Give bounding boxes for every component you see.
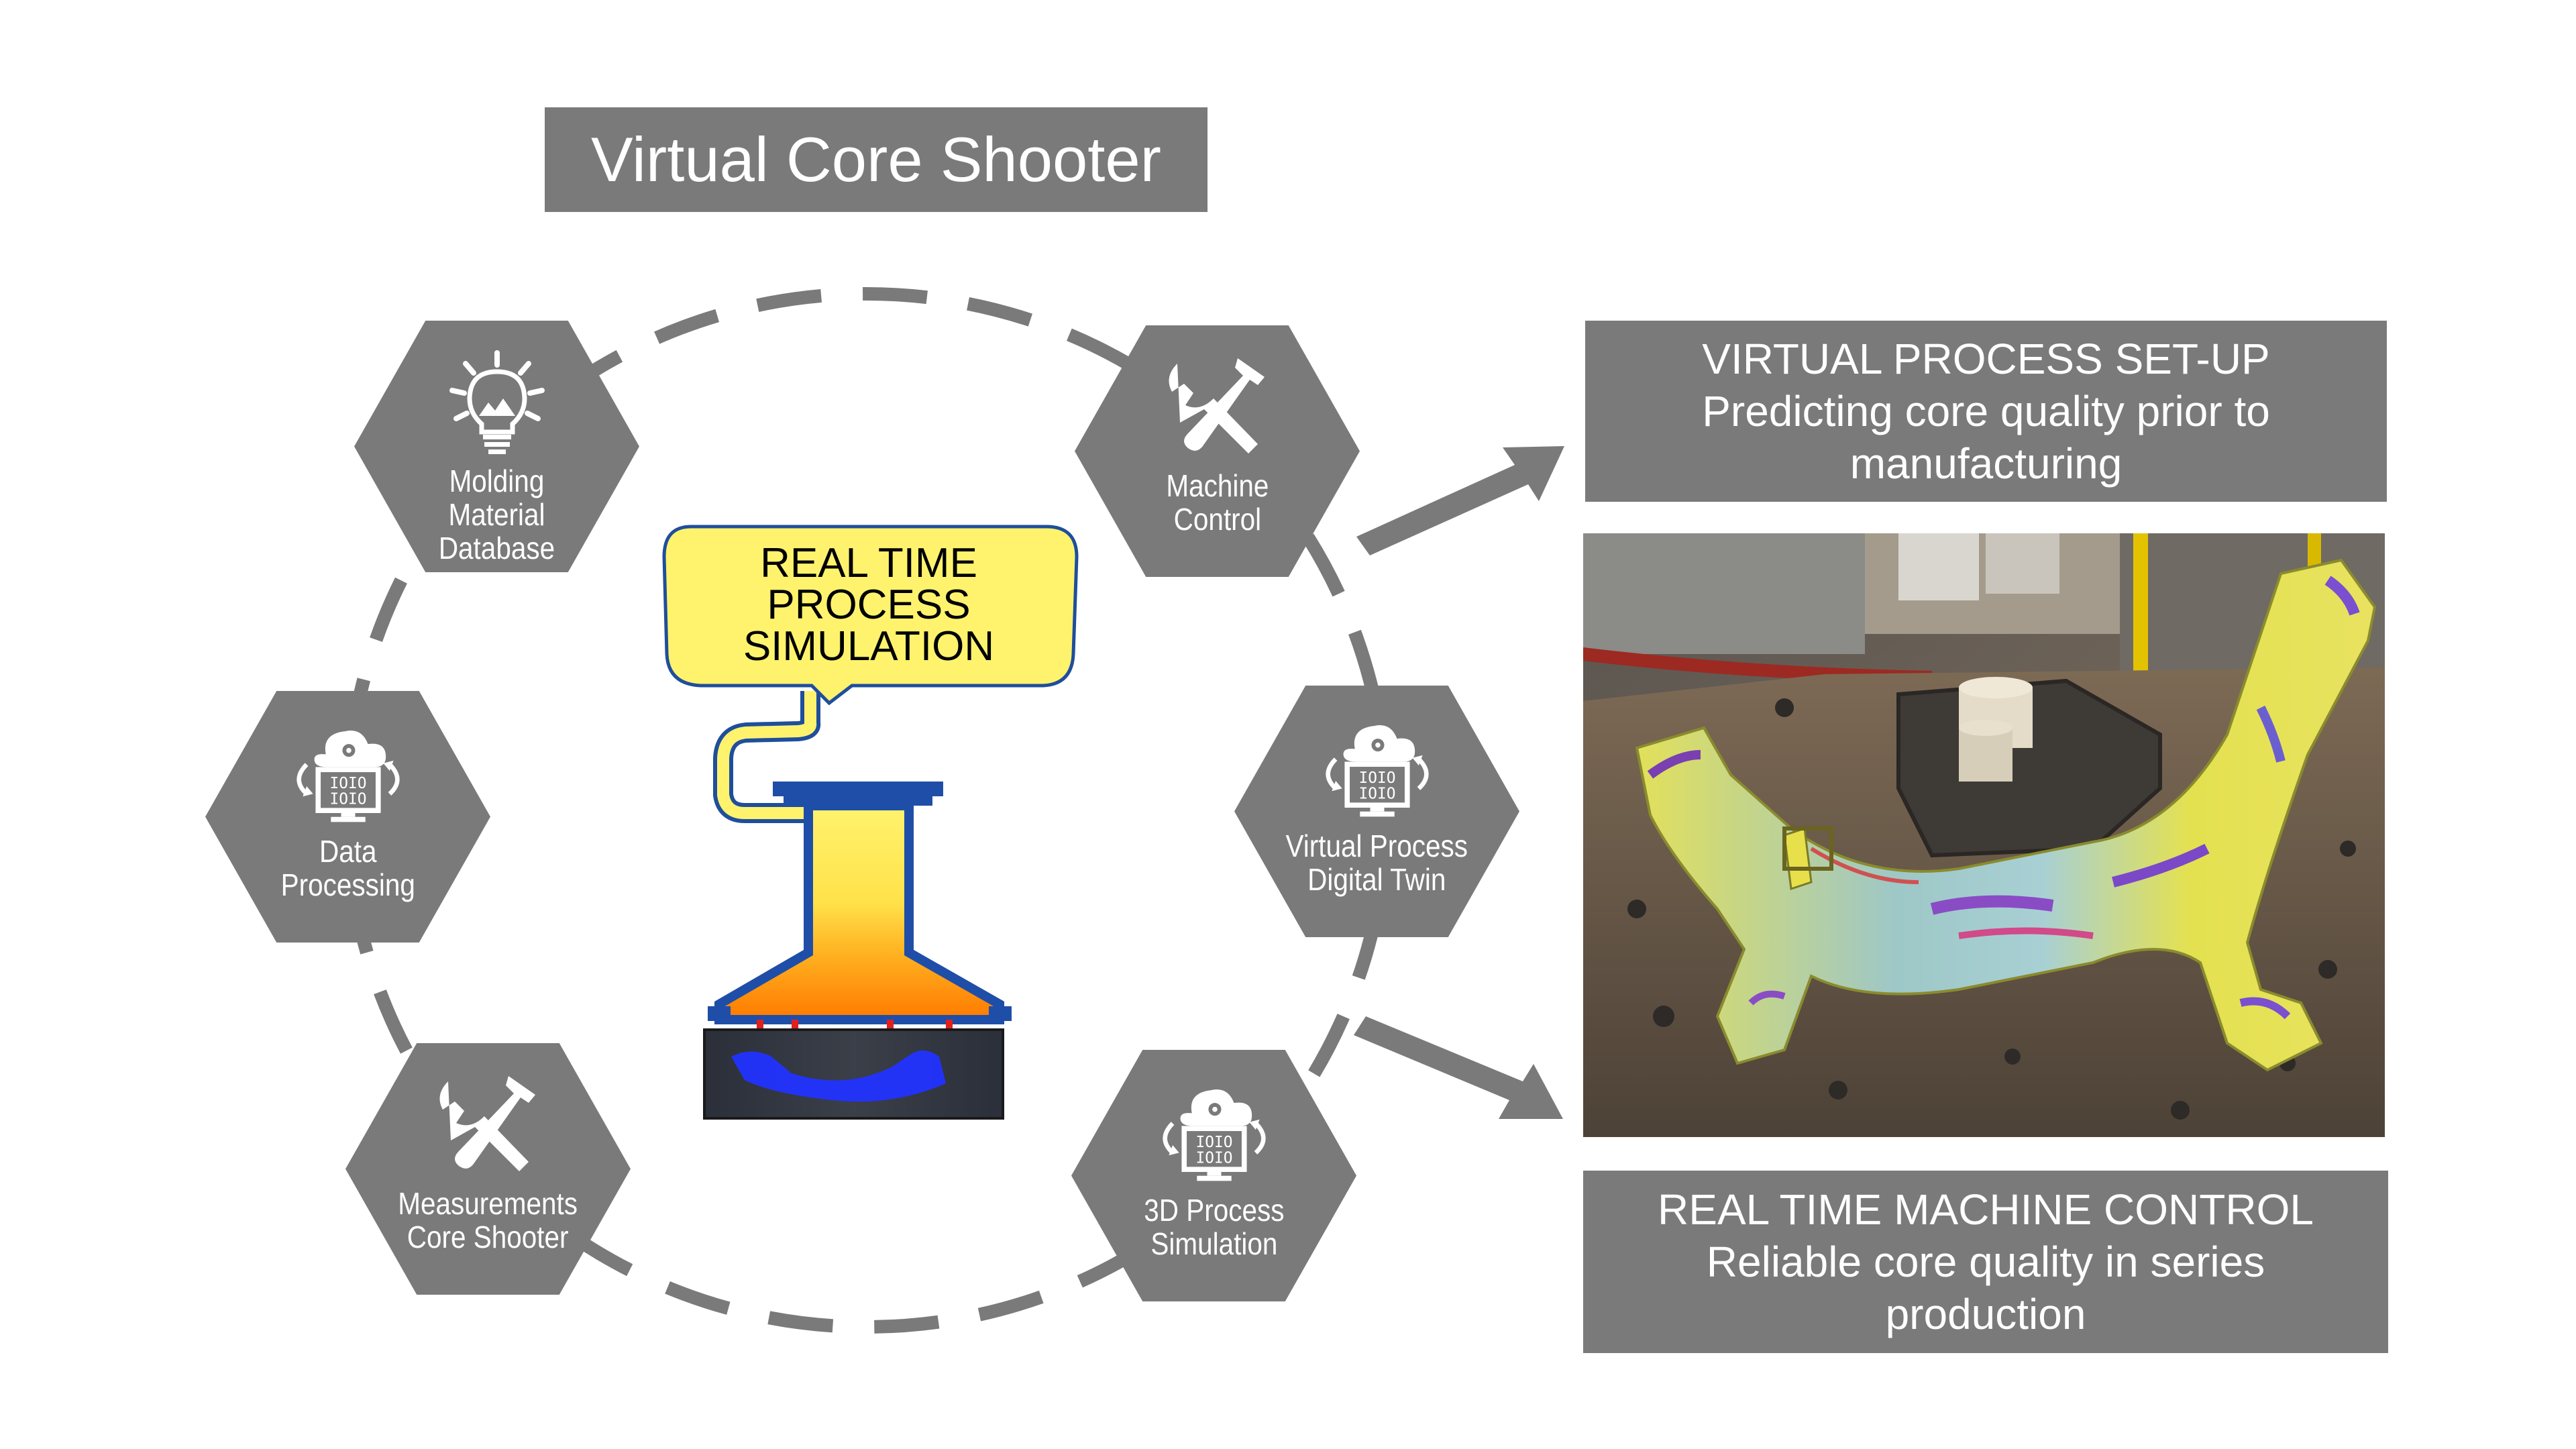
panel-line: VIRTUAL PROCESS SET-UP: [1702, 335, 2270, 383]
cloud-computer-icon: IOIO IOIO: [281, 719, 415, 826]
hex-label: Virtual Process Digital Twin: [1285, 828, 1468, 897]
lightbulb-icon: [430, 349, 564, 456]
panel-line: manufacturing: [1849, 439, 2123, 488]
panel-real-time-machine-control: REAL TIME MACHINE CONTROL Reliable core …: [1583, 1171, 2388, 1353]
panel-line: REAL TIME MACHINE CONTROL: [1658, 1185, 2314, 1234]
callout-line: SIMULATION: [743, 623, 995, 669]
page-title: Virtual Core Shooter: [545, 107, 1208, 212]
svg-text:IOIO: IOIO: [1358, 786, 1395, 803]
panel-virtual-process-setup: VIRTUAL PROCESS SET-UP Predicting core q…: [1585, 321, 2387, 502]
arrow-to-control: [1354, 1016, 1563, 1119]
hex-label: Machine Control: [1165, 468, 1269, 537]
hex-machine-control: Machine Control: [1075, 325, 1360, 577]
callout-text: REAL TIME PROCESS SIMULATION: [664, 525, 1073, 686]
panel-line: Reliable core quality in series: [1706, 1238, 2265, 1286]
tools-icon: [1150, 354, 1285, 461]
tools-icon: [421, 1071, 555, 1179]
callout-line: REAL TIME: [760, 540, 977, 586]
svg-text:IOIO: IOIO: [1195, 1150, 1232, 1167]
svg-text:IOIO: IOIO: [1195, 1134, 1232, 1151]
svg-text:IOIO: IOIO: [329, 791, 366, 808]
svg-text:IOIO: IOIO: [1358, 769, 1395, 787]
panel-line: production: [1885, 1290, 2086, 1338]
callout-line: PROCESS: [767, 582, 971, 628]
hex-label: Data Processing: [280, 834, 415, 902]
svg-text:IOIO: IOIO: [329, 775, 366, 792]
hex-label: 3D Process Simulation: [1143, 1193, 1285, 1261]
core-shooter-photo: [1583, 533, 2385, 1137]
panel-line: Predicting core quality prior to: [1702, 387, 2270, 435]
arrow-to-setup: [1356, 446, 1564, 555]
core-shooter-simulation: [703, 691, 1012, 1120]
hex-label: Measurements Core Shooter: [398, 1186, 578, 1254]
cloud-computer-icon: IOIO IOIO: [1147, 1078, 1281, 1185]
cloud-computer-icon: IOIO IOIO: [1310, 714, 1444, 821]
hex-label: Molding Material Database: [438, 464, 555, 566]
callout-bubble: [662, 525, 1079, 706]
hex-3d-process-simulation: IOIO IOIO 3D Process Simulation: [1071, 1050, 1356, 1301]
